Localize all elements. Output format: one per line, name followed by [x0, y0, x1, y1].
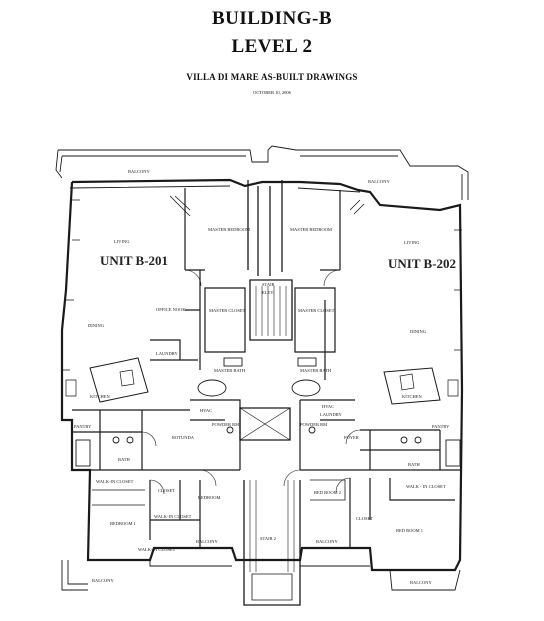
drawing-subtitle: VILLA DI MARE AS-BUILT DRAWINGS [186, 72, 358, 82]
room-pantry-left: PANTRY [74, 424, 92, 429]
room-stair2: STAIR 2 [260, 536, 276, 541]
room-bath-right: BATH [408, 462, 421, 467]
kitchen-right [383, 367, 459, 405]
room-pantry-right: PANTRY [432, 424, 450, 429]
room-hvac-left: HVAC [200, 408, 212, 413]
room-master-bedroom-left: MASTER BEDROOM [208, 227, 250, 232]
room-elev: ELEV. [262, 290, 274, 295]
room-bedroom2-right: BED ROOM 2 [314, 490, 341, 495]
room-balcony-top-right: BALCONY [368, 179, 391, 184]
door-swings [141, 269, 361, 495]
room-powder-right: POWDER RM [300, 422, 327, 427]
room-master-bath-left: MASTER BATH [214, 368, 246, 373]
room-bedroom-center: BEDROOM [198, 495, 221, 500]
unit-label-right: UNIT B-202 [388, 256, 456, 271]
room-kitchen-right: KITCHEN [402, 394, 422, 399]
interior-walls [72, 188, 462, 548]
room-powder-left: POWDER RM [212, 422, 239, 427]
room-stair: STAIR [262, 282, 275, 287]
building-title: BUILDING-B [211, 8, 333, 29]
room-laundry-left: LAUNDRY [156, 351, 179, 356]
room-office-nook: OFFICE NOOK [156, 307, 186, 312]
room-master-closet-left: MASTER CLOSET [209, 308, 246, 313]
room-foyer: FOYER [344, 435, 359, 440]
room-master-bath-right: MASTER BATH [300, 368, 332, 373]
room-master-closet-right: MASTER CLOSET [298, 308, 335, 313]
unit-label-left: UNIT B-201 [100, 253, 168, 268]
room-kitchen-left: KITCHEN [90, 394, 110, 399]
room-balcony-bottom-center-left: BALCONY [196, 539, 219, 544]
room-labels: UNIT B-201 UNIT B-202 BALCONY BALCONY LI… [74, 169, 456, 585]
room-dining-left: DINING [88, 323, 105, 328]
room-walkin-closet2: WALK-IN CLOSET [154, 514, 192, 519]
room-hvac-right: HVAC [322, 404, 334, 409]
balcony-rail-bottom [61, 560, 461, 591]
room-walkin-closet3: WALK-IN CLOSET [138, 547, 176, 552]
room-closet-left: CLOSET [158, 488, 175, 493]
central-core [239, 180, 301, 606]
room-balcony-top-left: BALCONY [128, 169, 151, 174]
room-walkin-right: WALK - IN CLOSET [406, 484, 446, 489]
level-title: LEVEL 2 [231, 36, 313, 57]
room-master-bedroom-right: MASTER BEDROOM [290, 227, 332, 232]
room-balcony-bottom-left: BALCONY [92, 578, 115, 583]
room-walkin-left: WALK-IN CLOSET [96, 479, 134, 484]
room-laundry-right: LAUNDRY [320, 412, 343, 417]
room-balcony-bottom-right: BALCONY [410, 580, 433, 585]
room-living-left: LIVING [114, 239, 130, 244]
room-bedroom-left-lower: BEDROOM 1 [110, 521, 136, 526]
room-dining-right: DINING [410, 329, 427, 334]
room-bedroom-right-lower: BED ROOM 1 [396, 528, 423, 533]
kitchen-left [65, 357, 149, 403]
balcony-rail-top [55, 145, 469, 200]
room-living-right: LIVING [404, 240, 420, 245]
room-bath-left: BATH [118, 457, 131, 462]
drawing-date: OCTOBER 10, 2006 [253, 90, 291, 95]
room-closet-right: CLOSET [356, 516, 373, 521]
plumbing-fixtures [75, 357, 461, 467]
room-rotunda: ROTUNDA [172, 435, 195, 440]
window-marks [62, 195, 462, 371]
room-balcony-bottom-center-right: BALCONY [316, 539, 339, 544]
exterior-walls [60, 178, 464, 572]
